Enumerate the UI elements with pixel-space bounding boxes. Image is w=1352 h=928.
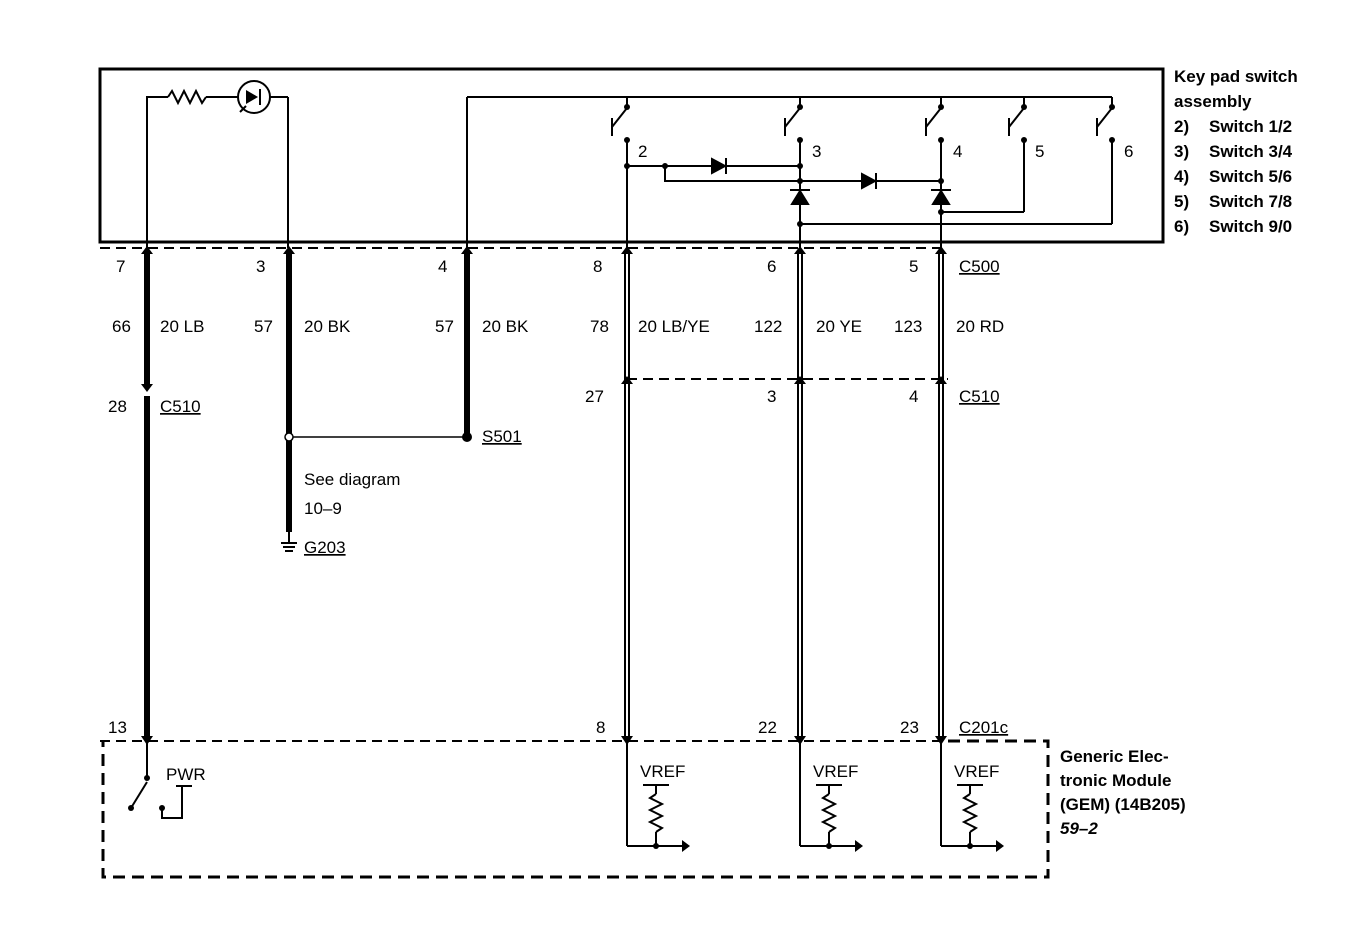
wire-color-4: 20 LB/YE xyxy=(638,317,710,336)
see-diagram-line1: See diagram xyxy=(304,470,400,489)
switch-number-6: 6 xyxy=(1124,142,1133,161)
diode-matrix xyxy=(627,165,951,191)
circuit-num-2: 57 xyxy=(254,317,273,336)
wire-color-1: 20 LB xyxy=(160,317,204,336)
gem-pin-5: 22 xyxy=(758,718,777,737)
wire-color-5: 20 YE xyxy=(816,317,862,336)
pwr-contact-dot-3 xyxy=(159,805,165,811)
circuit-num-4: 78 xyxy=(590,317,609,336)
wire-color-6: 20 RD xyxy=(956,317,1004,336)
keypad-switch-label-4: Switch 7/8 xyxy=(1209,192,1292,211)
vref-label-3: VREF xyxy=(954,762,999,781)
gem-pwr-switch xyxy=(130,741,192,819)
vref-label-1: VREF xyxy=(640,762,685,781)
c510-pin-6: 4 xyxy=(909,387,918,406)
splice-dot xyxy=(462,432,472,442)
c500-pin-6: 5 xyxy=(909,257,918,276)
switch-number-2: 2 xyxy=(638,142,647,161)
c510-pin-4: 27 xyxy=(585,387,604,406)
vref-block-3 xyxy=(940,741,996,847)
diode-symbols xyxy=(711,157,951,205)
wire-color-3: 20 BK xyxy=(482,317,529,336)
circuit-num-6: 123 xyxy=(894,317,922,336)
c500-pin-1: 7 xyxy=(116,257,125,276)
led-diode-arrow xyxy=(246,90,258,104)
splice-dot-2 xyxy=(284,432,294,442)
keypad-switch-num-5: 6) xyxy=(1174,217,1189,236)
c500-pin-3: 4 xyxy=(438,257,447,276)
gem-title-3: (GEM) (14B205) xyxy=(1060,795,1186,814)
gem-pin-6: 23 xyxy=(900,718,919,737)
c510-pin-5: 3 xyxy=(767,387,776,406)
vref-ground-2 xyxy=(855,840,863,852)
c500-pin-2: 3 xyxy=(256,257,265,276)
gem-title-2: tronic Module xyxy=(1060,771,1171,790)
switch-contact-dots xyxy=(624,104,1115,227)
c500-pin-4: 8 xyxy=(593,257,602,276)
keypad-illumination-circuit xyxy=(146,80,289,248)
gem-ref: 59–2 xyxy=(1060,819,1098,838)
keypad-switch-num-4: 5) xyxy=(1174,192,1189,211)
keypad-title: Key pad switch xyxy=(1174,67,1298,86)
connector-arrows xyxy=(141,246,947,745)
vref-block-2 xyxy=(799,741,855,847)
connector-c500-label: C500 xyxy=(959,257,1000,276)
switch-number-4: 4 xyxy=(953,142,962,161)
c500-pin-5: 6 xyxy=(767,257,776,276)
vref-block-1 xyxy=(626,741,682,847)
vref-ground-1 xyxy=(682,840,690,852)
circuit-num-5: 122 xyxy=(754,317,782,336)
keypad-switch-num-3: 4) xyxy=(1174,167,1189,186)
see-diagram-line2: 10–9 xyxy=(304,499,342,518)
vref-node-3 xyxy=(967,843,973,849)
gem-title-1: Generic Elec- xyxy=(1060,747,1169,766)
keypad-switch-label-2: Switch 3/4 xyxy=(1209,142,1293,161)
keypad-switch-num-1: 2) xyxy=(1174,117,1189,136)
vref-ground-3 xyxy=(996,840,1004,852)
wire-sheath-gaps xyxy=(626,250,942,738)
keypad-title-2: assembly xyxy=(1174,92,1252,111)
vref-node-1 xyxy=(653,843,659,849)
keypad-assembly-box xyxy=(98,67,1165,244)
pwr-contact-dot xyxy=(144,775,150,781)
vref-node-2 xyxy=(826,843,832,849)
keypad-switch-label-1: Switch 1/2 xyxy=(1209,117,1292,136)
ground-icon xyxy=(281,532,297,552)
connector-c201c-label: C201c xyxy=(959,718,1009,737)
gem-module-box xyxy=(101,739,1050,879)
keypad-switch-label-3: Switch 5/6 xyxy=(1209,167,1292,186)
resistor-symbol xyxy=(167,88,207,106)
keypad-switch-label-5: Switch 9/0 xyxy=(1209,217,1292,236)
circuit-num-1: 66 xyxy=(112,317,131,336)
c510-pin-1: 28 xyxy=(108,397,127,416)
splice-s501-label: S501 xyxy=(482,427,522,446)
switch-number-5: 5 xyxy=(1035,142,1044,161)
vref-label-2: VREF xyxy=(813,762,858,781)
keypad-switch-num-2: 3) xyxy=(1174,142,1189,161)
gem-pin-1: 13 xyxy=(108,718,127,737)
ground-g203-label: G203 xyxy=(304,538,346,557)
pwr-contact-dot-2 xyxy=(128,805,134,811)
gem-pin-4: 8 xyxy=(596,718,605,737)
switch-number-3: 3 xyxy=(812,142,821,161)
connector-c510-label-right: C510 xyxy=(959,387,1000,406)
wire-color-2: 20 BK xyxy=(304,317,351,336)
circuit-num-3: 57 xyxy=(435,317,454,336)
gem-pwr-label: PWR xyxy=(166,765,206,784)
connector-c510-label-left: C510 xyxy=(160,397,201,416)
